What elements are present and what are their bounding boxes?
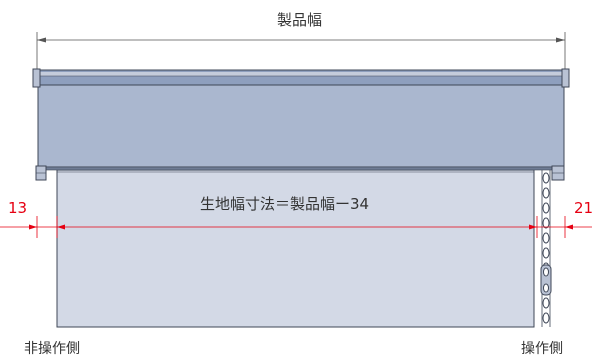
- product-width-dimension: [36, 32, 566, 72]
- right-bracket: [551, 68, 570, 181]
- fabric-panel: [56, 169, 535, 328]
- left-bracket: [32, 68, 47, 181]
- product-width-label: 製品幅: [277, 11, 323, 29]
- non-operation-side-label: 非操作側: [24, 341, 80, 357]
- left-offset-label: 13: [8, 199, 28, 217]
- fabric-width-label: 生地幅寸法＝製品幅ー34: [200, 195, 370, 213]
- fabric-width-dimension: [0, 216, 592, 238]
- operation-chain: [540, 170, 552, 327]
- operation-side-label: 操作側: [521, 341, 563, 357]
- head-box: [37, 69, 565, 171]
- right-offset-label: 21: [574, 199, 592, 217]
